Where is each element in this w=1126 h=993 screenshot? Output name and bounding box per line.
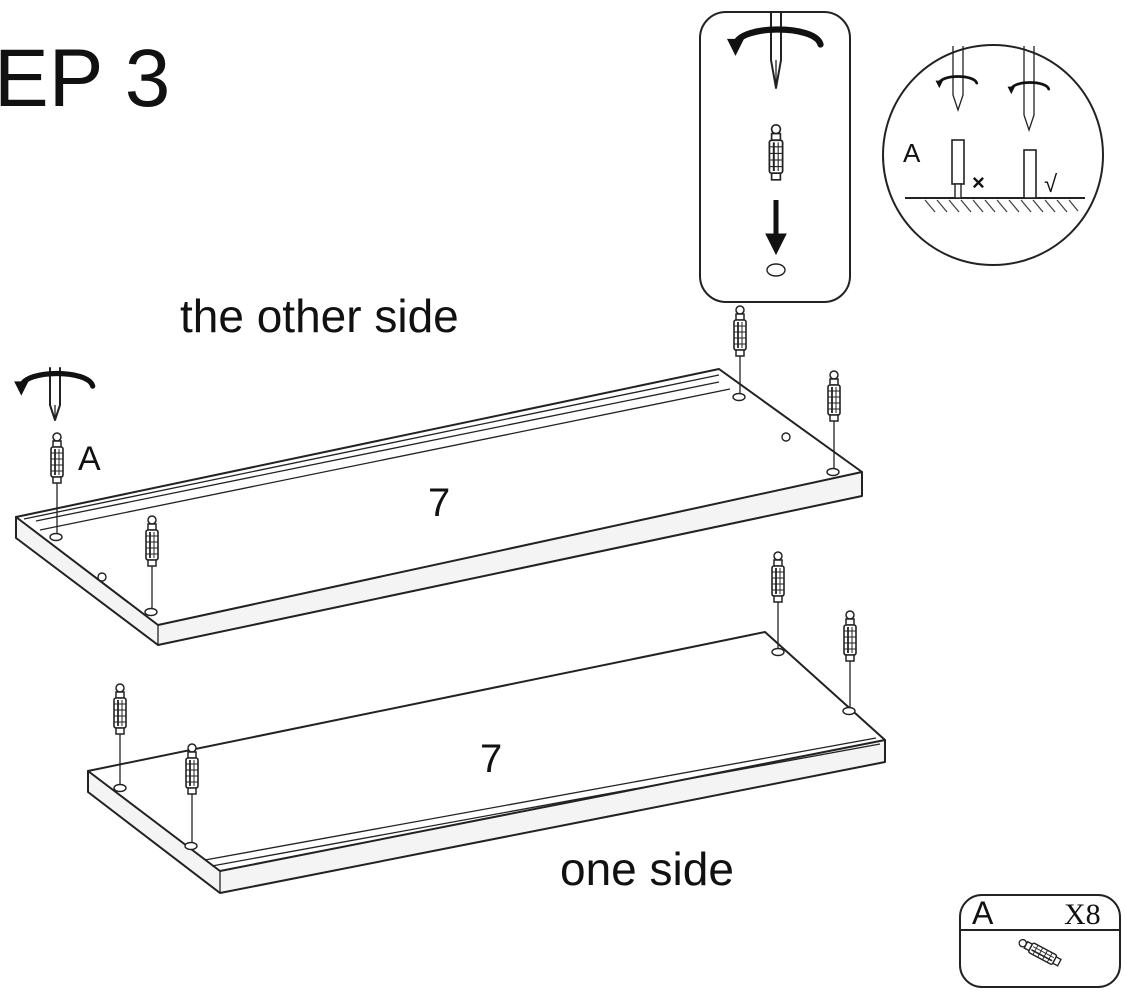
cam-bolt-icon: [843, 610, 857, 708]
parts-letter: A: [972, 895, 994, 931]
cam-bolt-icon: [768, 123, 784, 181]
rotate-arrow-icon: [15, 374, 93, 395]
cam-bolt-icon: [771, 551, 785, 649]
right-mark: √: [1044, 171, 1058, 198]
depth-detail-callout: × A √: [882, 44, 1104, 266]
upper-board: [15, 368, 863, 646]
cam-bolt-icon: [145, 515, 159, 609]
cam-bolt-icon: [827, 370, 841, 469]
wrong-mark: ×: [972, 170, 985, 195]
lower-board: [87, 631, 886, 894]
detail-letter: A: [903, 138, 921, 168]
upper-part-number: 7: [428, 481, 450, 525]
label-one-side: one side: [560, 843, 734, 895]
cam-bolt-icon: [50, 432, 64, 534]
lower-part-number: 7: [480, 737, 502, 781]
label-other-side: the other side: [180, 290, 459, 342]
step-title: EP 3: [0, 33, 170, 124]
insert-detail-callout: [699, 11, 851, 303]
down-arrow-icon: [765, 200, 787, 256]
screwdriver-icon: [952, 46, 964, 113]
ground-hatch: [924, 199, 1079, 213]
screwdriver-icon: [1023, 46, 1035, 133]
parts-quantity: X8: [1064, 898, 1101, 931]
parts-box: A X8: [959, 894, 1121, 988]
cam-bolt-icon: [185, 743, 199, 843]
screwdriver-icon: [49, 367, 61, 421]
screwdriver-icon: [770, 11, 782, 89]
fitting-letter: A: [78, 440, 101, 478]
cam-bolt-icon: [733, 305, 747, 394]
cam-bolt-icon: [113, 683, 127, 785]
